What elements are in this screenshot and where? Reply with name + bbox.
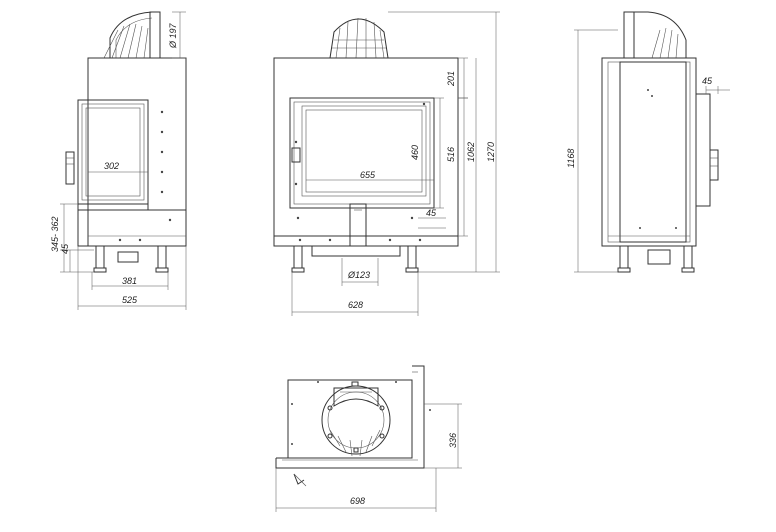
dim-base-height-left: 45 [60,243,70,254]
dim-flue-diameter: Ø 197 [168,22,178,49]
dim-door-height: 460 [410,145,420,160]
dim-total-height: 1062 [466,142,476,162]
dim-leg-spacing: 381 [122,276,137,286]
top-view: 336 698 [275,365,462,512]
dim-door-window-height: 516 [446,147,456,162]
dim-depth-left: 525 [122,295,138,305]
dim-height-right: 1168 [566,149,576,168]
dim-air-inlet: Ø123 [347,270,370,280]
dim-door-width-front: 655 [360,170,376,180]
dim-overall-height: 1270 [486,142,496,162]
front-view: 201 460 516 1062 1270 655 45 Ø123 628 [273,11,500,316]
side-view-left: Ø 197 302 345- 362 45 381 525 [50,11,187,310]
dim-side-offset-right: 45 [702,76,713,86]
dim-depth-top: 336 [448,433,458,448]
dim-door-width-left: 302 [104,161,119,171]
dim-side-offset-front: 45 [426,208,437,218]
dim-height-range: 345- 362 [50,216,60,252]
dim-top-offset: 201 [446,71,456,87]
dim-width-front: 628 [348,300,363,310]
side-view-right: 45 1168 [566,11,730,273]
dim-width-top: 698 [350,496,365,506]
